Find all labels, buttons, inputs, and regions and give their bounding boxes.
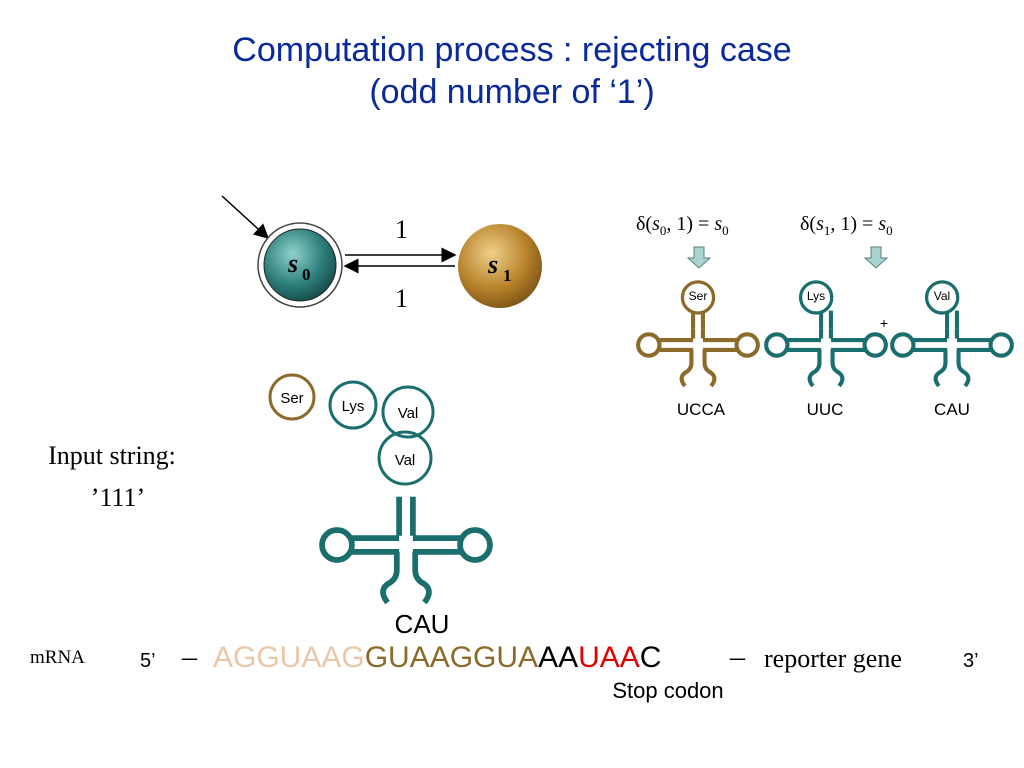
title-line-1: Computation process : rejecting case — [232, 31, 792, 69]
transition-1: δ(s0, 1) = s0 — [636, 213, 729, 238]
transition-2: δ(s1, 1) = s0 — [800, 213, 893, 238]
reporter-gene-label: reporter gene — [764, 644, 902, 673]
title-line-2: (odd number of ‘1’) — [369, 73, 655, 111]
mrna-label: mRNA — [30, 647, 85, 668]
trna-ser-anticodon: UCCA — [677, 400, 726, 419]
mrna-segment-read: AGGUAAG — [213, 641, 365, 674]
input-value: ’111’ — [91, 483, 145, 512]
five-prime-label: 5’ — [140, 650, 156, 672]
bound-trna-amino-label: Val — [395, 452, 416, 469]
bound-trna-anticodon: CAU — [395, 609, 450, 639]
bound-trna — [322, 497, 490, 603]
trna-ser-amino: Ser — [689, 289, 708, 303]
stop-codon-label: Stop codon — [612, 678, 723, 703]
bound-trna-amino-loop — [377, 430, 433, 486]
three-prime-label: 3’ — [963, 650, 979, 672]
chain-val-bead — [381, 385, 435, 439]
plus-sign: + — [880, 315, 888, 331]
trna-lys-amino: Lys — [807, 289, 825, 303]
trna-val — [892, 280, 1012, 386]
chain-ser-label: Ser — [280, 390, 303, 407]
trna-val-amino: Val — [934, 289, 950, 303]
edge-label-top: 1 — [395, 215, 408, 244]
svg-text:δ(s1, 1) = s0: δ(s1, 1) = s0 — [800, 213, 893, 238]
mrna-segment-current: GUAAGGUA — [365, 641, 538, 674]
mrna-segment-aa: AA — [538, 641, 578, 674]
trna-val-anticodon: CAU — [934, 400, 970, 419]
mrna-segment-c: C — [640, 641, 662, 674]
state-s1 — [458, 224, 542, 308]
down-arrow-1-icon — [686, 246, 712, 269]
down-arrow-2-icon — [863, 246, 889, 269]
state-s0-label: s — [287, 249, 298, 278]
mrna-stop-codon: UAA — [578, 641, 640, 674]
state-s1-label: s — [487, 250, 498, 279]
chain-val-label: Val — [398, 405, 419, 422]
state-s0-subscript: 0 — [302, 265, 311, 284]
start-arrow — [221, 195, 270, 240]
input-label: Input string: — [48, 441, 176, 470]
chain-lys-label: Lys — [342, 398, 365, 415]
trna-lys — [766, 280, 886, 386]
svg-text:δ(s0, 1) = s0: δ(s0, 1) = s0 — [636, 213, 729, 238]
trna-lys-anticodon: UUC — [807, 400, 844, 419]
chain-lys-bead — [328, 380, 378, 430]
state-s0 — [263, 228, 337, 302]
trna-ser — [638, 280, 758, 386]
automaton: s 0 s 1 1 1 — [221, 195, 542, 313]
mrna-dash-1: – — [181, 640, 198, 673]
edge-label-bottom: 1 — [395, 284, 408, 313]
peptide-chain: Ser Lys Val — [268, 373, 435, 439]
mrna-sequence: AGGUAAGGUAAGGUAAAUAAC — [213, 641, 661, 674]
state-s1-subscript: 1 — [503, 266, 512, 285]
mrna-dash-2: – — [729, 640, 746, 673]
chain-ser-bead — [268, 373, 316, 421]
delta-symbol: δ( — [636, 213, 652, 235]
